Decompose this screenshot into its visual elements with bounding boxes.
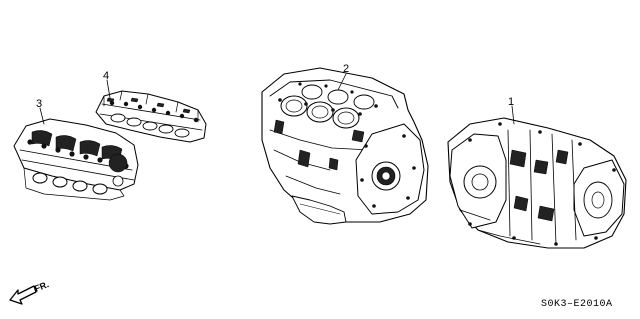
front-direction-arrow-icon: [9, 285, 37, 305]
cylinder-head-rear: [95, 90, 207, 143]
callout-1: 1: [508, 96, 514, 108]
callout-4: 4: [103, 70, 109, 82]
diagram-code: S0K3–E2010A: [541, 299, 613, 310]
callout-2: 2: [343, 63, 349, 75]
leader-line-2: [337, 73, 347, 91]
engine-block: [261, 67, 429, 225]
leader-line-1: [511, 105, 515, 125]
callout-3: 3: [36, 98, 42, 110]
leader-line-3: [39, 107, 45, 125]
leader-line-4: [106, 79, 111, 99]
direction-label: FR.: [33, 279, 50, 294]
cylinder-head-front: [13, 118, 139, 201]
transmission: [447, 117, 627, 249]
